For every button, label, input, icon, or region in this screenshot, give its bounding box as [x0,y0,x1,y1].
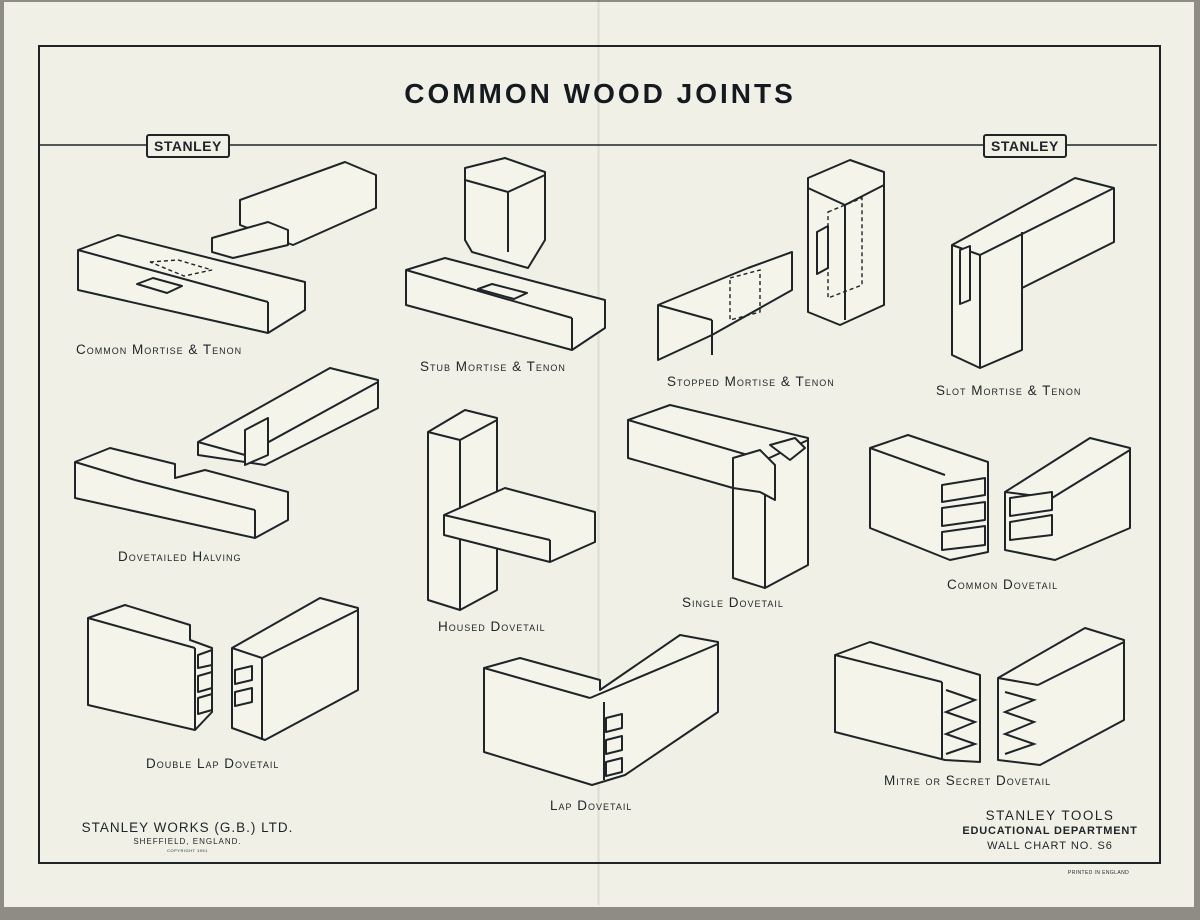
illustration-single-dovetail [627,404,809,589]
label-common-mortise-tenon: Common Mortise & Tenon [76,342,243,357]
label-housed-dovetail: Housed Dovetail [438,619,546,634]
illustration-common-dovetail [869,434,1131,561]
label-common-dovetail: Common Dovetail [947,577,1059,592]
footer-chart-info: STANLEY TOOLS EDUCATIONAL DEPARTMENT WAL… [930,808,1170,852]
printed-note: PRINTED IN ENGLAND [1068,870,1130,876]
label-single-dovetail: Single Dovetail [682,595,784,610]
label-dovetailed-halving: Dovetailed Halving [118,549,242,564]
label-double-lap-dovetail: Double Lap Dovetail [146,756,280,771]
stanley-badge-left: STANLEY [146,134,230,158]
illustration-housed-dovetail [427,409,596,611]
publisher-location: SHEFFIELD, ENGLAND. [133,837,242,846]
brand-line: STANLEY TOOLS [985,808,1115,823]
illustration-dovetailed-halving [74,367,379,539]
chart-number: WALL CHART NO. S6 [987,840,1113,852]
label-mitre-secret-dovetail: Mitre or Secret Dovetail [884,773,1052,788]
illustration-common-mortise-tenon [77,161,377,334]
chart-title: COMMON WOOD JOINTS [404,78,796,109]
illustration-mitre-secret-dovetail [834,627,1125,766]
illustration-double-lap-dovetail [87,597,359,741]
publisher-name: STANLEY WORKS (G.B.) LTD. [81,820,294,835]
paper-fold [597,0,600,905]
illustration-slot-mortise-tenon [951,177,1115,369]
illustration-lap-dovetail [483,634,719,786]
chart-frame [38,45,1161,864]
department-line: EDUCATIONAL DEPARTMENT [962,825,1138,837]
illustration-stopped-mortise-tenon [657,159,885,361]
footer-publisher: STANLEY WORKS (G.B.) LTD. SHEFFIELD, ENG… [40,820,335,853]
stanley-badge-right: STANLEY [983,134,1067,158]
label-slot-mortise-tenon: Slot Mortise & Tenon [936,383,1082,398]
label-stub-mortise-tenon: Stub Mortise & Tenon [420,359,566,374]
label-stopped-mortise-tenon: Stopped Mortise & Tenon [667,374,835,389]
copyright-note: COPYRIGHT 1951 [167,848,208,853]
label-lap-dovetail: Lap Dovetail [550,798,633,813]
illustration-stub-mortise-tenon [405,157,606,351]
